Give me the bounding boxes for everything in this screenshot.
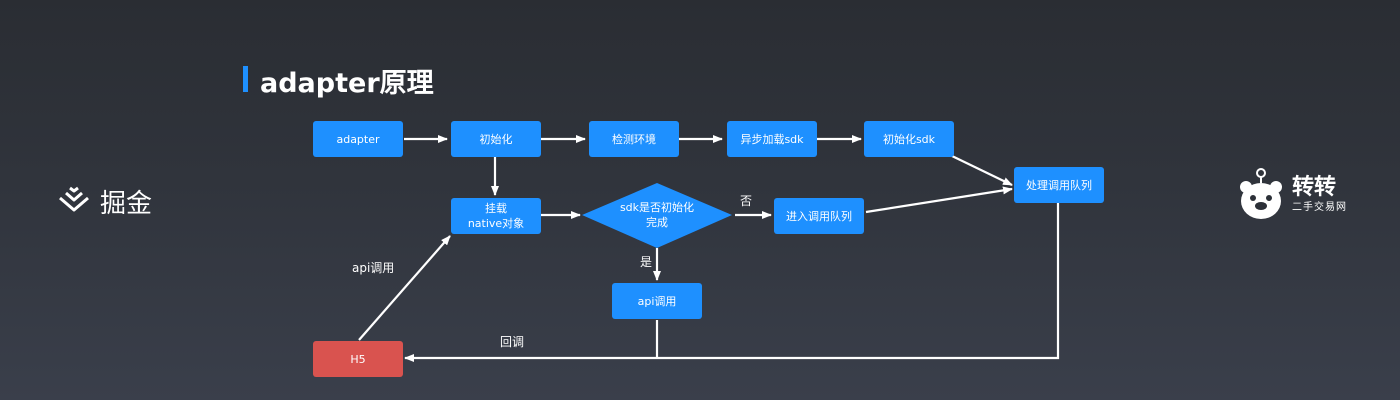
node-check-env: 检测环境 [589, 121, 679, 157]
node-mount-line2: native对象 [468, 216, 524, 230]
edge-enqueue-process [865, 186, 1013, 214]
node-h5-label: H5 [350, 353, 365, 366]
slide-title: adapter原理 [260, 68, 434, 99]
zhuanzhuan-logo: 转转 二手交易网 [1236, 165, 1347, 225]
node-process-queue: 处理调用队列 [1014, 167, 1104, 203]
edge-initsdk-process [951, 155, 1013, 186]
node-api-call-label: api调用 [638, 295, 677, 308]
node-init-sdk-label: 初始化sdk [883, 132, 936, 146]
edge-label-yes: 是 [640, 255, 652, 269]
node-mount-line1: 挂载 [485, 201, 507, 215]
node-init-sdk: 初始化sdk [864, 121, 954, 157]
node-decision-line2: 完成 [646, 215, 668, 229]
node-enqueue: 进入调用队列 [774, 198, 864, 234]
edge-label-callback: 回调 [500, 335, 524, 349]
node-async-load: 异步加载sdk [727, 121, 817, 157]
node-async-load-label: 异步加载sdk [740, 133, 804, 146]
node-init-label: 初始化 [480, 132, 513, 146]
zhuanzhuan-tagline: 二手交易网 [1292, 202, 1347, 213]
edge-label-no: 否 [740, 194, 752, 208]
node-mount-native: 挂载 native对象 [451, 198, 541, 234]
node-h5: H5 [313, 341, 403, 377]
juejin-icon [59, 186, 89, 211]
bear-mascot-icon [1240, 168, 1282, 219]
node-adapter: adapter [313, 121, 403, 157]
node-api-call: api调用 [612, 283, 702, 319]
node-process-queue-label: 处理调用队列 [1026, 178, 1092, 192]
node-enqueue-label: 进入调用队列 [786, 209, 852, 223]
edge-h5-mount [358, 235, 451, 341]
node-decision-sdk-init: sdk是否初始化 完成 [582, 183, 732, 248]
node-decision-line1: sdk是否初始化 [620, 200, 694, 214]
node-adapter-label: adapter [336, 133, 380, 146]
juejin-brand-name: 掘金 [100, 189, 153, 219]
edges [358, 135, 1060, 362]
edge-label-api-call: api调用 [352, 261, 394, 275]
edge-process-h5 [404, 203, 1060, 362]
juejin-logo: 掘金 [56, 183, 152, 220]
zhuanzhuan-brand-name: 转转 [1292, 175, 1337, 200]
title-accent-bar [243, 66, 248, 92]
node-init: 初始化 [451, 121, 541, 157]
node-check-env-label: 检测环境 [612, 132, 656, 146]
